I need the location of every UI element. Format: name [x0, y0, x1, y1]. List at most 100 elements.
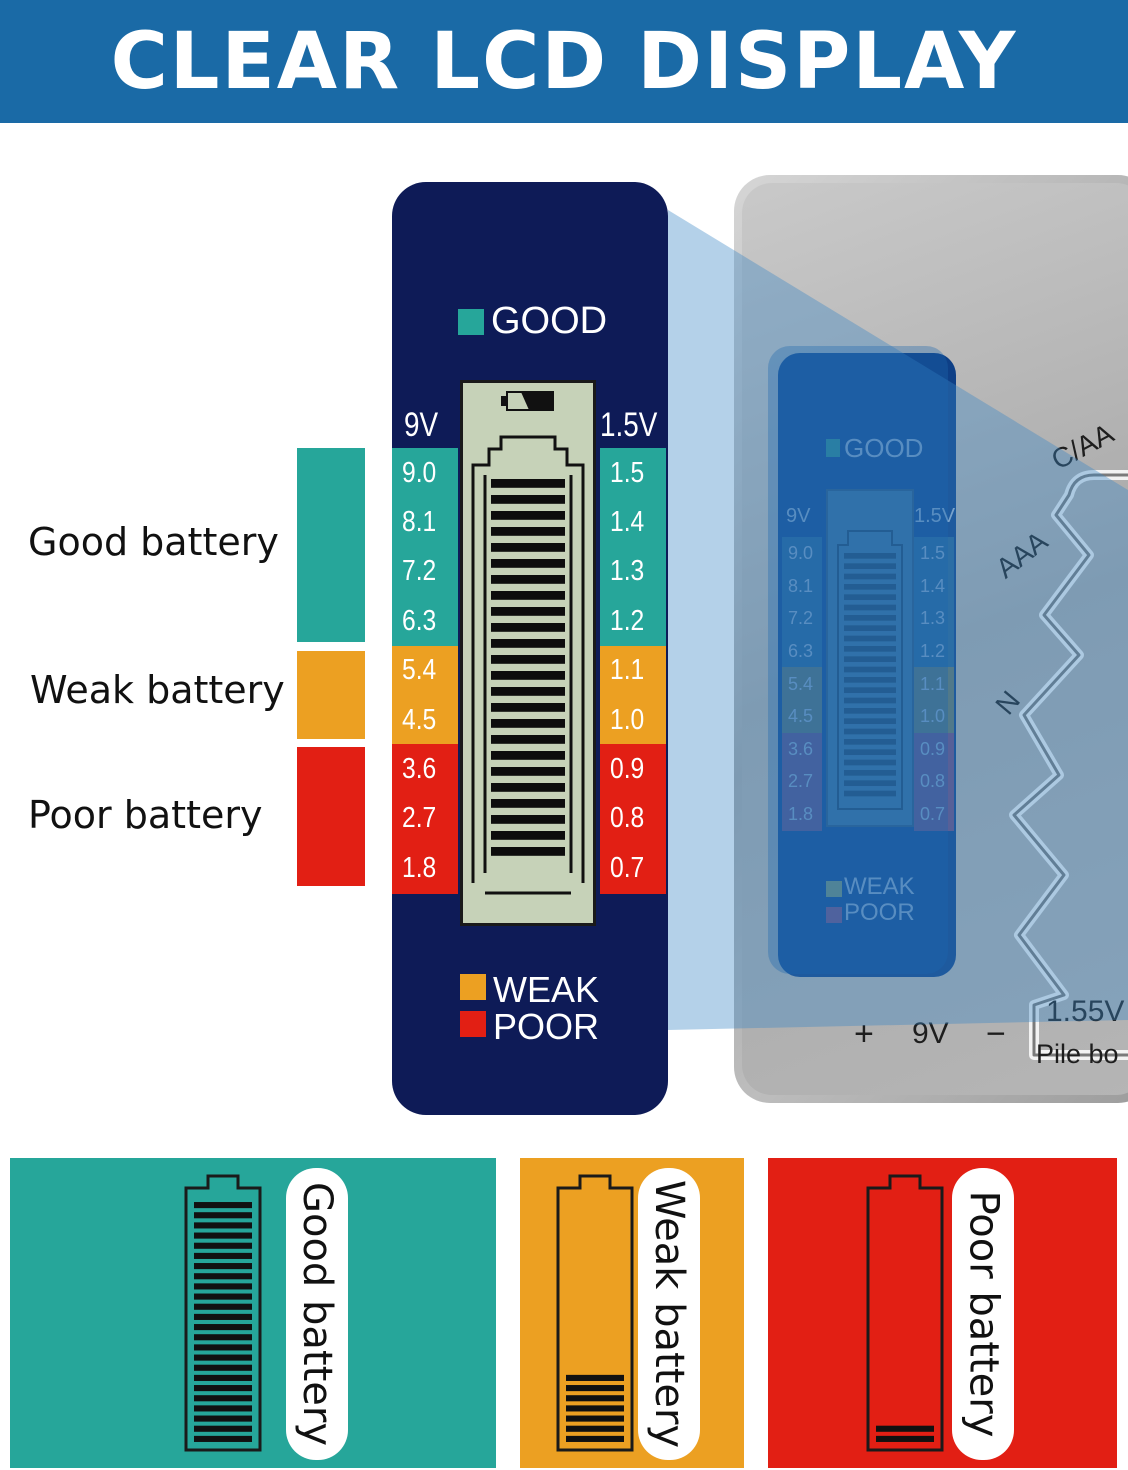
device-good-label: GOOD [844, 433, 924, 463]
minus-terminal-label: − [986, 1015, 1006, 1053]
lcd-bar [491, 607, 565, 616]
card-battery-bar [194, 1283, 252, 1290]
card-battery-bar [194, 1222, 252, 1229]
device-lcd-bar [844, 739, 896, 745]
weak-label: WEAK [493, 969, 600, 1010]
lcd-bar [491, 783, 565, 792]
card-battery-bar [194, 1395, 252, 1402]
device-lcd-bar [844, 749, 896, 756]
device-lcd-bar [844, 708, 896, 714]
right-header-1-5v: 1.5V [600, 406, 658, 444]
card-battery-bar [194, 1303, 252, 1310]
left-scale-cell-0: 9.0 [392, 448, 458, 499]
left-scale-cell-2: 7.2 [392, 546, 458, 598]
device-right-cell-8: 0.7 [914, 797, 954, 832]
lcd-bar [491, 511, 565, 520]
card-battery-bar [194, 1313, 252, 1320]
device-right-cell-0: 1.5 [914, 537, 954, 571]
legend-poor-label: Poor battery [28, 793, 263, 837]
lcd-bar [491, 479, 565, 488]
device-right-cell-3: 1.2 [914, 634, 954, 669]
device-lcd-bar [844, 635, 896, 642]
left-header-9v: 9V [404, 406, 439, 444]
device-good-swatch [826, 439, 840, 457]
left-scale-cell-1: 8.1 [392, 497, 458, 548]
lcd-bar [491, 767, 565, 776]
lcd-bar [491, 735, 565, 744]
card-battery-bar [876, 1425, 934, 1432]
device-right-cell-1: 1.4 [914, 569, 954, 604]
device-lcd-bar [844, 666, 896, 673]
lcd-bar [491, 847, 565, 856]
device-left-cell-8: 1.8 [782, 797, 822, 832]
card-battery-bar [566, 1425, 624, 1432]
left-scale-cell-7: 2.7 [392, 793, 458, 845]
lcd-bar [491, 527, 565, 536]
card-battery-bar [194, 1232, 252, 1239]
card-weak-battery: Weak battery [520, 1158, 744, 1468]
device-lcd-bar [844, 594, 896, 601]
plus-terminal-label: + [854, 1015, 874, 1053]
lcd-bar [491, 495, 565, 504]
volt-155-label: 1.55V [1046, 995, 1125, 1028]
device-lcd-bar [844, 584, 896, 590]
poor-battery-pill: Poor battery [952, 1168, 1014, 1460]
card-battery-bar [194, 1385, 252, 1392]
device-lcd-battery-graphic [837, 530, 903, 810]
device-weak-swatch [826, 881, 842, 897]
weak-battery-caption: Weak battery [646, 1179, 693, 1449]
lcd-bar [491, 751, 565, 760]
left-scale-cell-8: 1.8 [392, 843, 458, 894]
right-scale-cell-5: 1.0 [600, 695, 666, 746]
device-left-cell-5: 4.5 [782, 700, 822, 734]
device-lcd-bar [844, 625, 896, 632]
card-battery-bar [194, 1273, 252, 1280]
device-lcd-bar [844, 656, 896, 663]
legend-weak-label: Weak battery [30, 668, 285, 712]
good-battery-icon [184, 1174, 262, 1452]
device-lcd-bar [844, 780, 896, 787]
device-lcd-bar [844, 759, 896, 766]
lcd-bar [491, 543, 565, 552]
lcd-bar [491, 815, 565, 824]
weak-battery-pill: Weak battery [638, 1168, 700, 1460]
device-lcd-bar [844, 553, 896, 559]
left-scale-cell-5: 4.5 [392, 695, 458, 746]
device-right-header: 1.5V [914, 505, 956, 527]
card-battery-bar [194, 1202, 252, 1209]
device-right-cell-5: 1.0 [914, 700, 954, 734]
lcd-level-bars [491, 479, 565, 856]
lcd-battery-graphic [471, 391, 585, 895]
weak-battery-icon [556, 1174, 634, 1452]
lcd-bar [491, 559, 565, 568]
card-battery-bar [194, 1212, 252, 1219]
device-lcd-bar [844, 604, 896, 611]
header-banner: CLEAR LCD DISPLAY [0, 0, 1128, 123]
device-poor-label: POOR [844, 899, 915, 926]
right-scale-cell-7: 0.8 [600, 793, 666, 845]
poor-label: POOR [493, 1006, 600, 1047]
device-poor-swatch [826, 907, 842, 923]
battery-icon [501, 391, 554, 411]
card-battery-bar [566, 1374, 624, 1381]
lcd-bar [491, 639, 565, 648]
right-scale-cell-6: 0.9 [600, 744, 666, 795]
legend-good-label: Good battery [28, 520, 279, 564]
lcd-bar [491, 591, 565, 600]
device-left-cell-2: 7.2 [782, 602, 822, 636]
card-battery-bar [566, 1435, 624, 1442]
card-battery-bar [194, 1354, 252, 1361]
card-battery-bar [194, 1242, 252, 1249]
card-battery-bar [566, 1395, 624, 1402]
good-battery-pill: Good battery [286, 1168, 348, 1460]
card-battery-bar [876, 1435, 934, 1442]
nine-volt-label: 9V [912, 1017, 949, 1050]
page-title: CLEAR LCD DISPLAY [110, 16, 1018, 107]
card-battery-bar [194, 1344, 252, 1351]
device-right-cell-4: 1.1 [914, 667, 954, 701]
device-lcd-bar [844, 677, 896, 683]
card-battery-bar [194, 1364, 252, 1371]
device-lcd-bar [844, 563, 896, 570]
